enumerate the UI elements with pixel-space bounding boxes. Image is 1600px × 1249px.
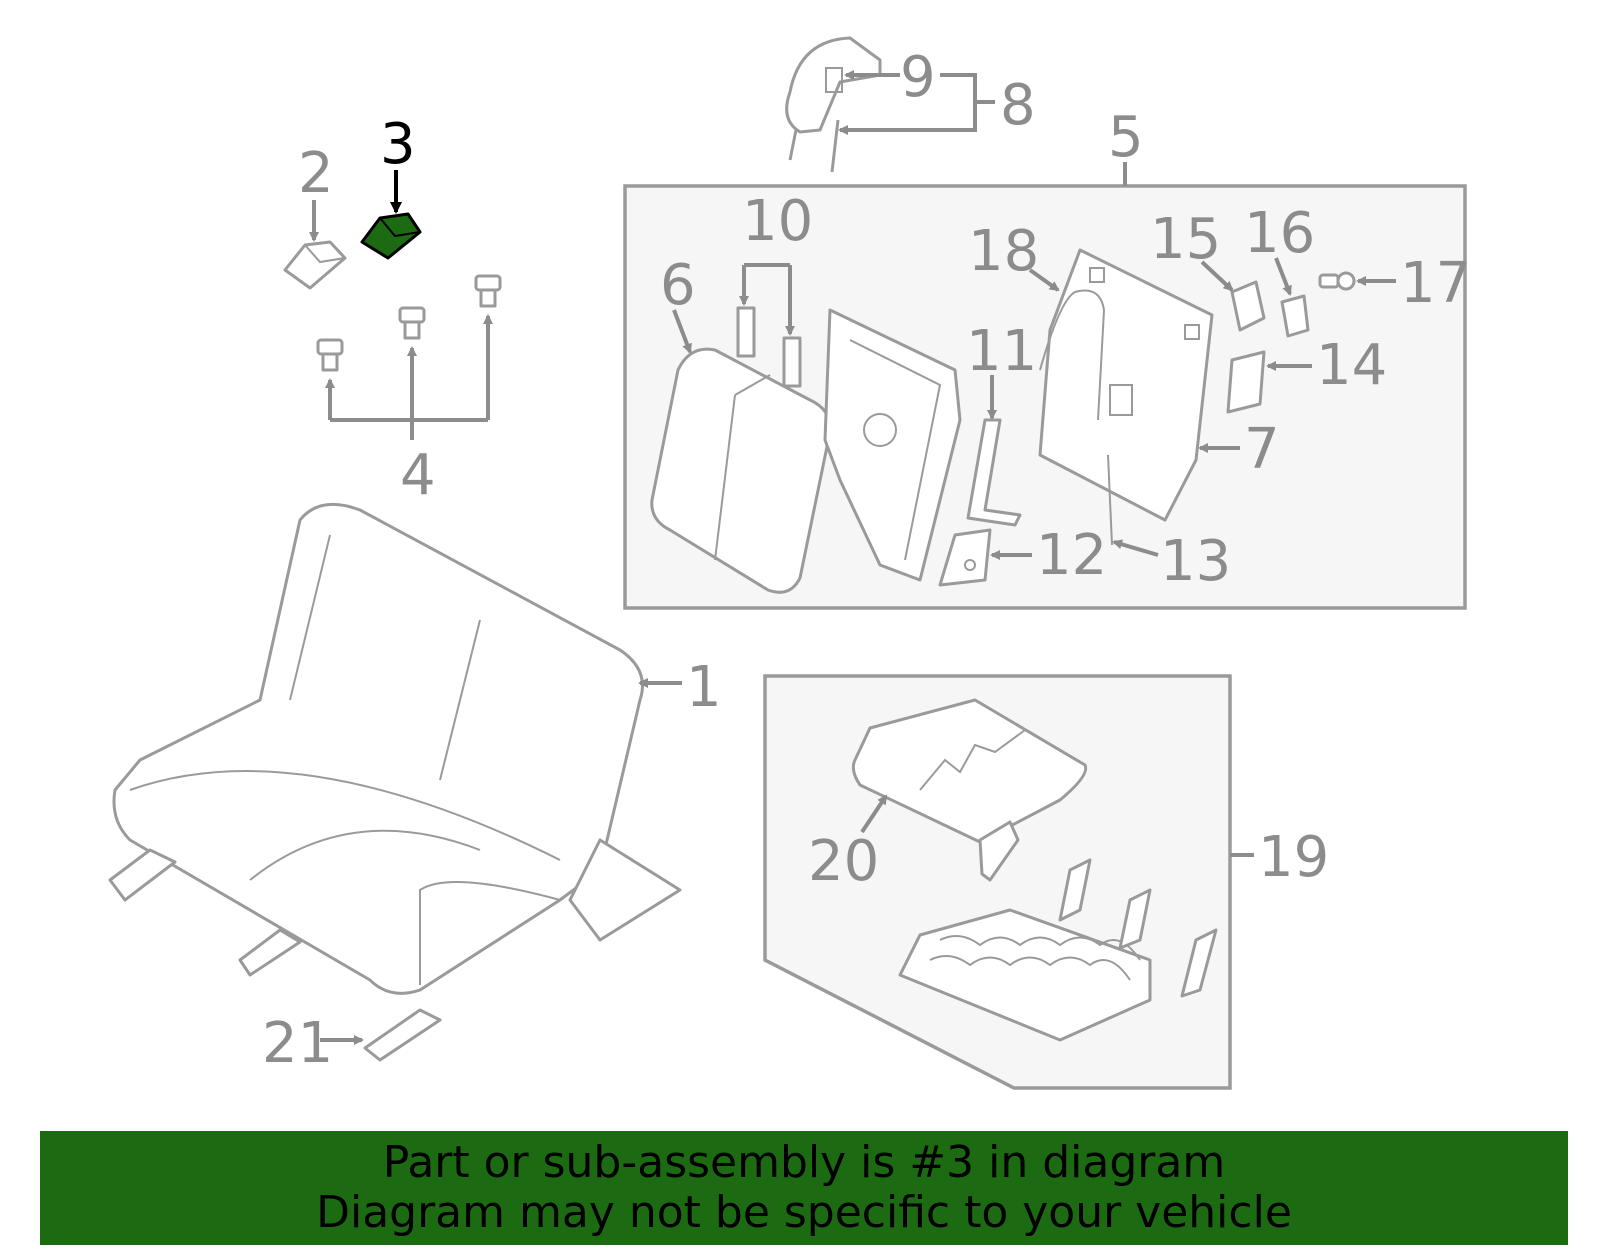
headrest-part bbox=[785, 36, 882, 173]
callout-3: 3 bbox=[380, 112, 416, 177]
leader-20 bbox=[860, 794, 888, 834]
latch-part-15 bbox=[1230, 280, 1266, 332]
wire-frame-part-18 bbox=[1039, 289, 1106, 421]
leader-15 bbox=[1200, 260, 1234, 292]
bolt-part-4b bbox=[398, 306, 426, 340]
plate-part-16 bbox=[1280, 294, 1310, 338]
cap-part-2 bbox=[283, 240, 347, 290]
leader-10 bbox=[739, 263, 795, 336]
bracket-part-14 bbox=[1226, 350, 1266, 414]
callout-7: 7 bbox=[1244, 417, 1280, 482]
info-banner: Part or sub-assembly is #3 in diagram Di… bbox=[40, 1131, 1568, 1245]
callout-21: 21 bbox=[262, 1011, 333, 1076]
callout-12: 12 bbox=[1036, 523, 1107, 588]
leader-13 bbox=[1112, 539, 1159, 557]
leader-18 bbox=[1028, 268, 1060, 292]
callout-19: 19 bbox=[1258, 825, 1329, 890]
callout-16: 16 bbox=[1244, 201, 1315, 266]
callout-1: 1 bbox=[686, 655, 722, 720]
callout-5: 5 bbox=[1108, 105, 1144, 170]
callout-9: 9 bbox=[900, 45, 936, 110]
callout-2: 2 bbox=[298, 141, 334, 206]
rear-seat-assembly-part-1 bbox=[108, 502, 682, 1062]
leader-4 bbox=[325, 314, 493, 440]
callout-18: 18 bbox=[968, 219, 1039, 284]
back-panel-part-7 bbox=[1038, 248, 1214, 522]
callout-15: 15 bbox=[1150, 207, 1221, 272]
callout-8: 8 bbox=[1000, 73, 1036, 138]
leader-6 bbox=[672, 309, 692, 354]
callout-14: 14 bbox=[1316, 333, 1387, 398]
rod-part-13 bbox=[1107, 454, 1113, 546]
seat-cushion-pad-part-20 bbox=[851, 698, 1088, 844]
bolt-part-4a bbox=[316, 338, 344, 372]
callout-11: 11 bbox=[966, 319, 1037, 384]
leader-8 bbox=[838, 73, 995, 135]
seat-back-frame bbox=[823, 308, 962, 582]
block-part-12 bbox=[938, 528, 992, 587]
banner-line-disclaimer: Diagram may not be specific to your vehi… bbox=[316, 1187, 1292, 1238]
callout-13: 13 bbox=[1160, 529, 1231, 594]
callout-17: 17 bbox=[1400, 251, 1471, 316]
leader-16 bbox=[1274, 257, 1292, 296]
highlighted-part-3 bbox=[360, 212, 422, 260]
headrest-guide-part-10 bbox=[736, 306, 802, 388]
callout-4: 4 bbox=[400, 443, 436, 508]
backrest-pad-part-6 bbox=[650, 347, 832, 594]
bracket-part-11 bbox=[966, 418, 1022, 527]
bolt-part-4c bbox=[474, 274, 502, 308]
seat-cushion-frame bbox=[898, 820, 1218, 1042]
screw-part-17 bbox=[1318, 271, 1356, 291]
banner-line-part-info: Part or sub-assembly is #3 in diagram bbox=[382, 1137, 1226, 1188]
callout-20: 20 bbox=[808, 829, 879, 894]
callout-10: 10 bbox=[742, 189, 813, 254]
callout-6: 6 bbox=[660, 253, 696, 318]
